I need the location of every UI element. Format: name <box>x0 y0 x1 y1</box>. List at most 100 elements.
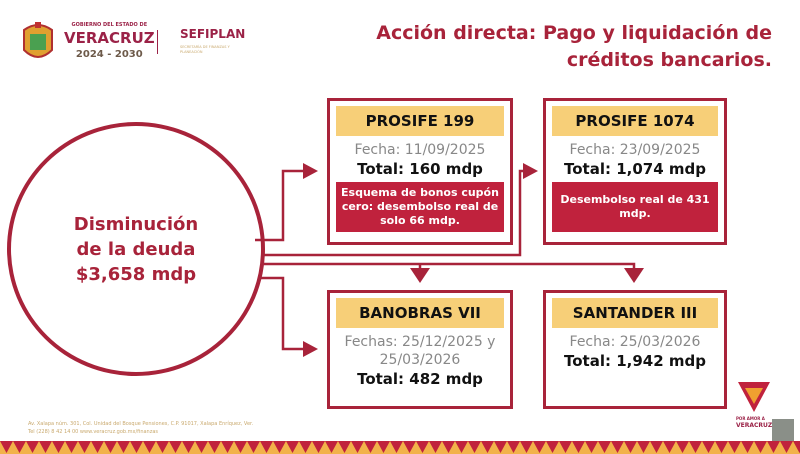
strip-triangle <box>351 441 364 453</box>
brand-text: POR AMOR A VERACRUZ <box>736 416 772 430</box>
strip-triangle <box>208 441 221 453</box>
arrow-down-icon <box>624 268 644 283</box>
strip-triangle <box>676 441 689 453</box>
card-total: Total: 160 mdp <box>357 160 483 178</box>
strip-triangle <box>767 441 780 453</box>
circle-amount: $3,658 mdp <box>75 263 197 285</box>
strip-triangle <box>104 441 117 453</box>
strip-triangle <box>546 441 559 453</box>
connector-prosife-199 <box>255 169 305 242</box>
strip-triangle <box>741 441 754 453</box>
strip-triangle <box>624 441 637 453</box>
strip-triangle <box>52 441 65 453</box>
strip-triangle <box>260 441 273 453</box>
card-banobras-vii: BANOBRAS VII Fechas: 25/12/2025 y 25/03/… <box>327 290 513 409</box>
footer-phone-web: Tel (228) 8 42 14 00 www.veracruz.gob.mx… <box>28 429 159 435</box>
government-logo: GOBIERNO DEL ESTADO DE VERACRUZ 2024 - 2… <box>64 22 155 61</box>
strip-triangle <box>598 441 611 453</box>
strip-triangle <box>221 441 234 453</box>
strip-triangle <box>390 441 403 453</box>
strip-triangle <box>572 441 585 453</box>
connector-banobras-side <box>258 276 305 351</box>
strip-triangle <box>728 441 741 453</box>
strip-triangle <box>429 441 442 453</box>
strip-triangle <box>130 441 143 453</box>
card-note: Esquema de bonos cupón cero: desembolso … <box>336 182 504 232</box>
agency-subtitle: SECRETARÍA DE FINANZAS Y PLANEACIÓN <box>180 45 230 54</box>
veracruz-heart-logo <box>738 382 770 412</box>
strip-triangle <box>559 441 572 453</box>
gov-name: VERACRUZ <box>64 28 155 47</box>
strip-triangle <box>195 441 208 453</box>
strip-triangle <box>234 441 247 453</box>
strip-triangle <box>39 441 52 453</box>
strip-triangle <box>481 441 494 453</box>
slide-title: Acción directa: Pago y liquidación de cr… <box>376 20 772 74</box>
strip-triangle <box>650 441 663 453</box>
card-date: Fecha: 11/09/2025 <box>354 142 486 158</box>
strip-triangle <box>442 441 455 453</box>
strip-triangle <box>91 441 104 453</box>
card-title: PROSIFE 1074 <box>552 106 718 136</box>
card-title: BANOBRAS VII <box>336 298 504 328</box>
card-total: Total: 1,942 mdp <box>564 352 706 370</box>
strip-triangle <box>182 441 195 453</box>
card-title: PROSIFE 199 <box>336 106 504 136</box>
strip-triangle <box>780 441 793 453</box>
strip-triangle <box>416 441 429 453</box>
gov-years: 2024 - 2030 <box>75 49 143 60</box>
brand-small: POR AMOR A <box>736 416 765 421</box>
footer-address: Av. Xalapa núm. 301, Col. Unidad del Bos… <box>28 421 254 427</box>
strip-triangle <box>403 441 416 453</box>
card-date: Fecha: 23/09/2025 <box>569 142 701 158</box>
strip-triangle <box>169 441 182 453</box>
strip-triangle <box>0 441 13 453</box>
strip-triangle <box>754 441 767 453</box>
speaker-video-thumbnail <box>772 419 794 441</box>
strip-triangle <box>117 441 130 453</box>
card-santander-iii: SANTANDER III Fecha: 25/03/2026 Total: 1… <box>543 290 727 409</box>
strip-triangle <box>364 441 377 453</box>
strip-triangle <box>715 441 728 453</box>
strip-triangle <box>585 441 598 453</box>
strip-triangle <box>26 441 39 453</box>
strip-triangle <box>455 441 468 453</box>
logo-divider <box>157 30 158 54</box>
connector-prosife-1074 <box>262 169 525 257</box>
strip-triangle <box>702 441 715 453</box>
strip-triangle <box>338 441 351 453</box>
strip-triangle <box>533 441 546 453</box>
strip-triangle <box>520 441 533 453</box>
card-total: Total: 1,074 mdp <box>564 160 706 178</box>
strip-triangle <box>299 441 312 453</box>
strip-triangle <box>494 441 507 453</box>
strip-triangle <box>78 441 91 453</box>
strip-triangle <box>156 441 169 453</box>
strip-triangle <box>13 441 26 453</box>
strip-triangle <box>377 441 390 453</box>
strip-triangle <box>65 441 78 453</box>
coat-of-arms-logo <box>23 22 53 58</box>
title-line-1: Acción directa: Pago y liquidación de <box>376 22 772 44</box>
circle-line-2: de la deuda <box>76 238 196 260</box>
strip-triangle <box>468 441 481 453</box>
strip-triangle <box>637 441 650 453</box>
strip-triangle <box>273 441 286 453</box>
card-prosife-1074: PROSIFE 1074 Fecha: 23/09/2025 Total: 1,… <box>543 98 727 245</box>
strip-triangle <box>312 441 325 453</box>
gov-small-text: GOBIERNO DEL ESTADO DE <box>71 22 148 28</box>
footer-contact: Av. Xalapa núm. 301, Col. Unidad del Bos… <box>28 420 253 436</box>
arrow-right-icon <box>523 163 538 179</box>
strip-triangle <box>143 441 156 453</box>
card-prosife-199: PROSIFE 199 Fecha: 11/09/2025 Total: 160… <box>327 98 513 245</box>
debt-reduction-circle: Disminución de la deuda $3,658 mdp <box>7 122 265 376</box>
decorative-triangle-strip <box>0 441 800 454</box>
strip-triangle <box>286 441 299 453</box>
arrow-right-icon <box>303 341 318 357</box>
arrow-down-icon <box>410 268 430 283</box>
arrow-right-icon <box>303 163 318 179</box>
strip-triangle <box>793 441 800 453</box>
card-date: Fechas: 25/12/2025 y 25/03/2026 <box>344 334 496 368</box>
connector-santander <box>264 262 636 268</box>
